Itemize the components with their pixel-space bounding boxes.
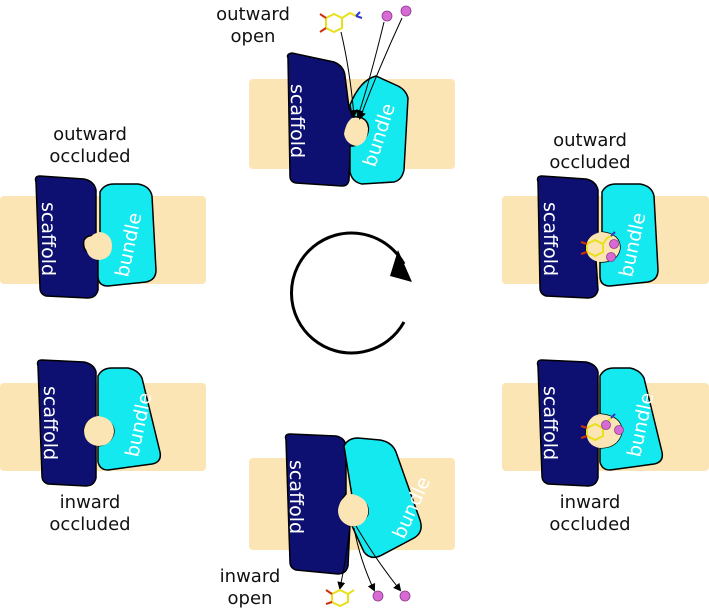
state-outward-occluded-left: scaffold bundle [0,175,206,299]
state-inward-occluded-left: scaffold bundle [0,359,206,487]
state-outward-open: scaffold bundle [249,5,455,187]
entry-arrow [340,31,358,118]
label-outward-occluded-left: outward occluded [49,124,131,167]
substrate-pocket [344,117,368,146]
entry-arrow [356,21,385,118]
scaffold-label: scaffold [539,386,561,460]
scaffold-label: scaffold [286,84,308,158]
sodium-ion-icon [372,590,384,602]
exit-arrow [355,525,402,592]
dopamine-molecule-icon [319,11,363,34]
sodium-ion-icon [601,420,611,430]
scaffold-label: scaffold [285,460,307,534]
sodium-ion-icon [609,239,619,249]
sodium-ion-icon [400,5,412,17]
sodium-ion-icon [399,590,411,602]
exit-arrow [337,525,351,590]
scaffold-label: scaffold [539,202,561,276]
clockwise-cycle-arrow-icon [289,231,412,355]
dopamine-molecule-icon [580,231,616,258]
sodium-ion-icon [614,425,624,435]
state-inward-open: scaffold bundle [249,433,455,608]
sodium-ion-icon [606,252,616,262]
exit-arrow [353,527,376,592]
scaffold-label: scaffold [37,202,59,276]
substrate-pocket [338,494,369,527]
scaffold-label: scaffold [39,386,61,460]
label-inward-occluded-left: inward occluded [49,492,131,535]
label-inward-open: inward open [219,566,281,609]
state-inward-occluded-right: scaffold bundle [502,359,709,487]
dopamine-molecule-icon [325,588,355,608]
label-outward-open: outward open [216,4,290,47]
scaffold-domain [34,175,99,299]
entry-arrow [358,17,403,120]
sodium-ion-icon [381,10,393,22]
label-inward-occluded-right: inward occluded [549,492,631,535]
label-outward-occluded-right: outward occluded [549,130,631,173]
substrate-pocket [84,416,114,446]
state-outward-occluded-right: scaffold bundle [502,175,709,299]
substrate-pocket [86,232,112,260]
